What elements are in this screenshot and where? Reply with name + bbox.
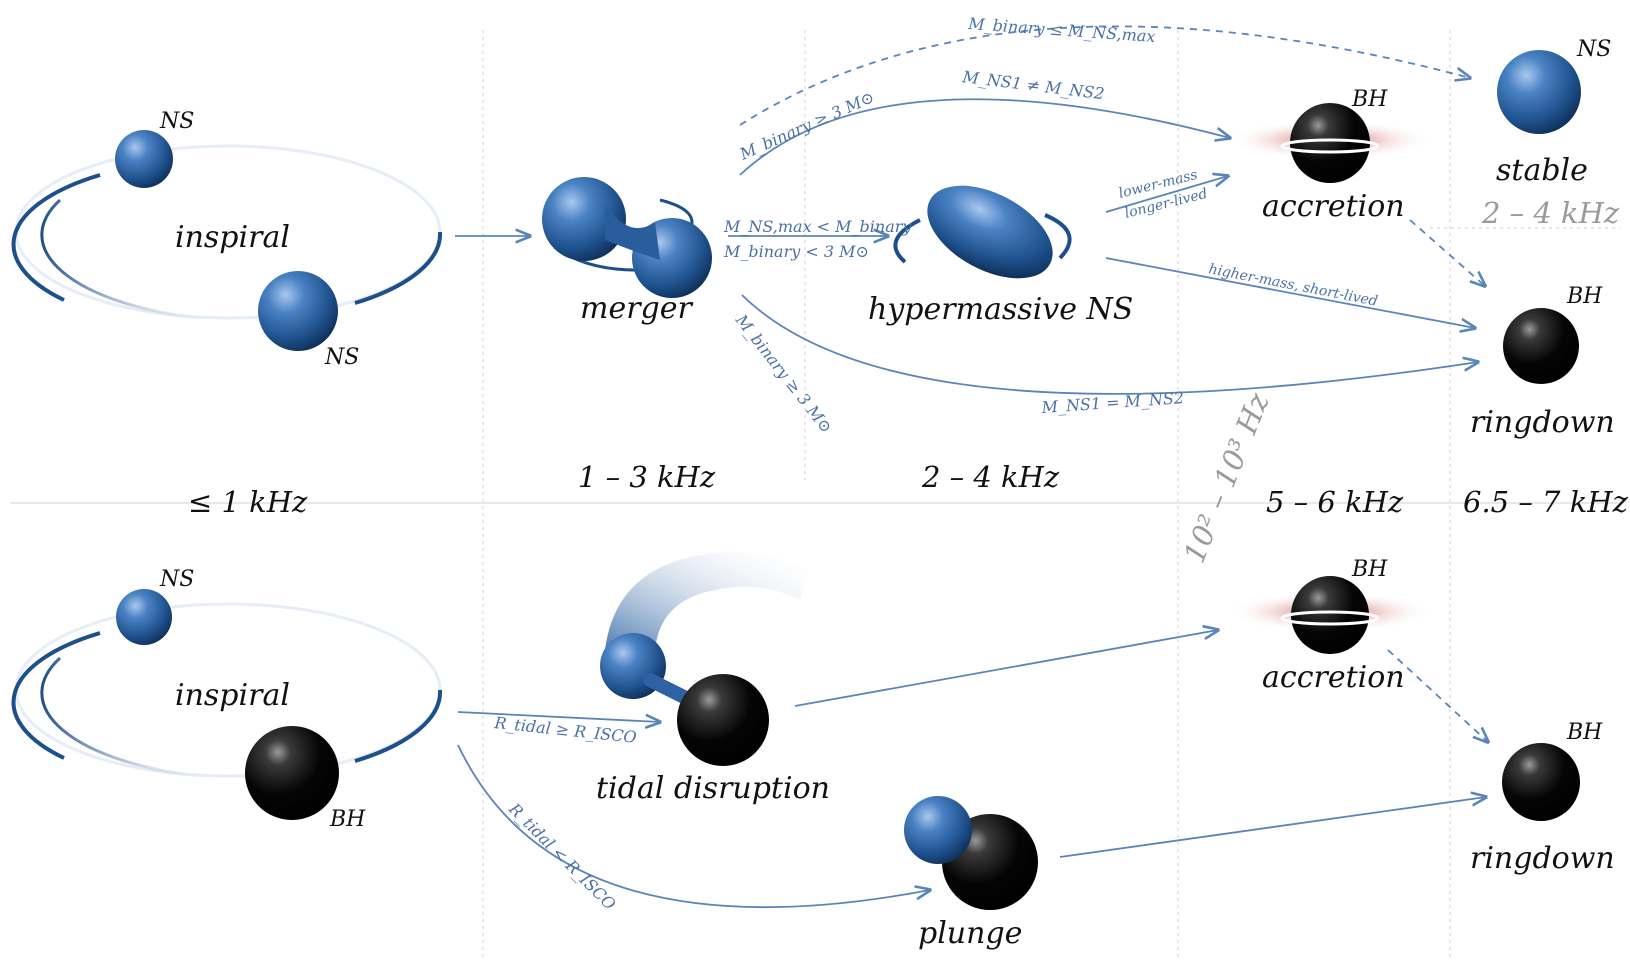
ns-tag-stable: NS <box>1576 37 1611 62</box>
ns-sphere-top-1 <box>115 130 173 188</box>
bh-tag-accretion-top: BH <box>1351 87 1388 112</box>
arrow-tidal-to-accretion <box>794 630 1218 707</box>
stable-label: stable <box>1496 153 1588 188</box>
bh-tag-bottom: BH <box>329 807 366 832</box>
bh-tag-ringdown-top: BH <box>1566 284 1603 309</box>
cond-top-dashed: M_binary ≤ M_NS,max <box>967 14 1156 46</box>
bh-sphere-bottom <box>245 726 339 820</box>
ringdown-label-top: ringdown <box>1470 405 1615 440</box>
arrow-dashed-to-stable <box>739 25 1470 126</box>
inspiral-orbit-top <box>11 144 443 320</box>
accretion-label-bottom: accretion <box>1262 660 1405 695</box>
stable-frequency: 2 – 4 kHz <box>1481 196 1620 230</box>
arrow-hmns-to-accretion <box>1105 176 1228 213</box>
freq-inspiral: ≤ 1 kHz <box>188 485 308 519</box>
grid-lines <box>10 30 1620 960</box>
ns-sphere-top-2 <box>258 271 338 351</box>
freq-hypermassive: 2 – 4 kHz <box>921 460 1060 494</box>
ns-tag-top-2: NS <box>324 345 359 370</box>
ns-tag-top-1: NS <box>159 109 194 134</box>
freq-accretion: 5 – 6 kHz <box>1266 485 1404 519</box>
ringdown-label-bottom: ringdown <box>1470 841 1615 876</box>
cond-nsmax-lt-binary: M_NS,max < M_binary <box>723 217 912 236</box>
accretion-bottom <box>1228 576 1432 654</box>
accretion-label-top: accretion <box>1262 189 1405 224</box>
arrow-inspiral-to-tidal <box>457 711 660 722</box>
cond-higher-mass: higher-mass, short-lived <box>1207 261 1379 310</box>
cond-unequal: M_NS1 ≠ M_NS2 <box>961 67 1106 103</box>
cond-binary-ge-lower: M_binary ≥ 3 M⊙ <box>731 310 836 437</box>
merger-dumbbell <box>542 177 712 298</box>
cond-binary-lt-3: M_binary < 3 M⊙ <box>723 242 869 261</box>
inspiral-label-top: inspiral <box>175 220 290 255</box>
bh-tag-accretion-bottom: BH <box>1351 557 1388 582</box>
inspiral-orbit-bottom <box>11 602 443 778</box>
cond-tidal-lt: R_tidal < R_ISCO <box>504 799 619 914</box>
accretion-top <box>1228 103 1432 183</box>
arrow-unequal-to-accretion <box>739 98 1230 176</box>
tidal-disruption-shape <box>600 552 810 766</box>
freq-merger: 1 – 3 kHz <box>578 460 716 494</box>
bh-sphere-ringdown-top <box>1503 308 1579 384</box>
hypermassive-ns-shape <box>893 185 1072 279</box>
hypermassive-label: hypermassive NS <box>868 292 1133 327</box>
cond-binary-ge-upper: M_binary ≥ 3 M⊙ <box>736 87 877 164</box>
tidal-disruption-label: tidal disruption <box>596 771 830 806</box>
arrow-inspiral-to-plunge <box>457 744 930 909</box>
arrow-plunge-to-ringdown <box>1059 797 1486 858</box>
bh-tag-ringdown-bottom: BH <box>1566 720 1603 745</box>
freq-accretion-range: 10² – 10³ Hz <box>1177 388 1276 568</box>
arrow-accretion-to-ringdown-top <box>1409 219 1485 286</box>
ns-sphere-stable <box>1497 50 1581 134</box>
ns-sphere-bottom <box>116 589 172 645</box>
plunge-label: plunge <box>918 916 1022 951</box>
bh-sphere-ringdown-bottom <box>1502 743 1580 821</box>
plunge-shape <box>904 796 1038 910</box>
arrow-accretion-to-ringdown-bottom <box>1387 649 1488 742</box>
merger-label: merger <box>580 291 694 326</box>
ns-tag-bottom: NS <box>159 567 194 592</box>
arrow-hmns-to-ringdown <box>1105 257 1475 328</box>
arrow-equal-to-ringdown <box>741 294 1478 395</box>
freq-ringdown: 6.5 – 7 kHz <box>1463 485 1629 519</box>
inspiral-label-bottom: inspiral <box>175 678 290 713</box>
